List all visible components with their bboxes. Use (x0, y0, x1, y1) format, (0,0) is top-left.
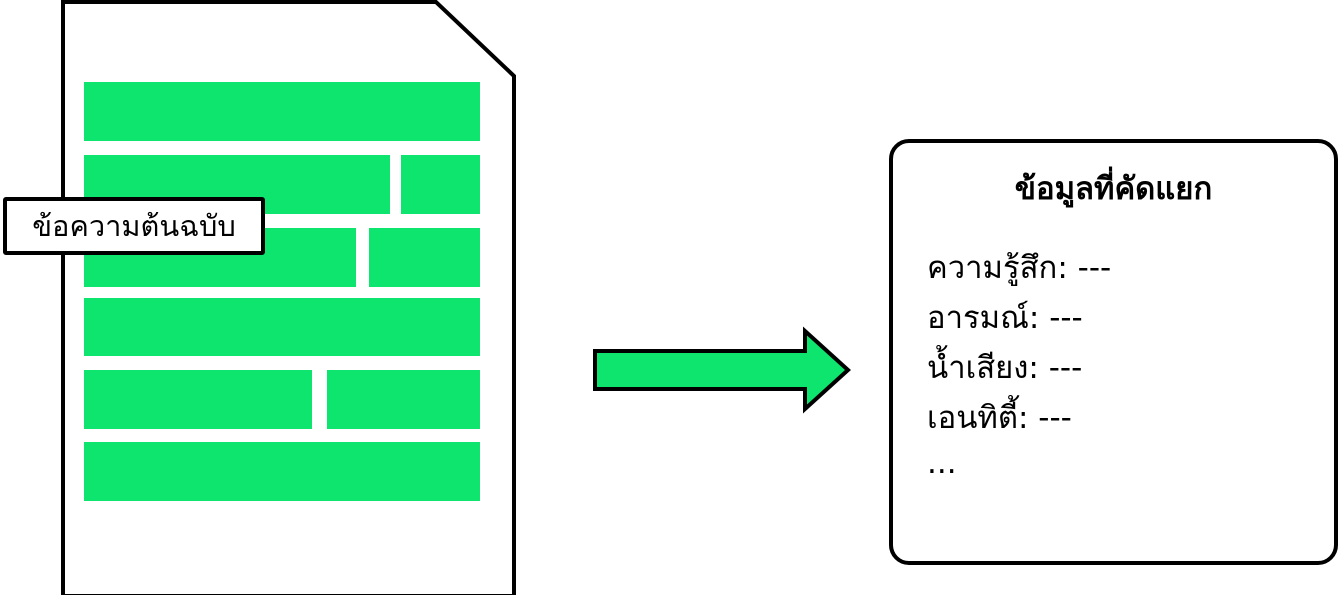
text-line-block (84, 82, 480, 141)
field-entity: เอนทิตี้: --- (927, 400, 1072, 436)
field-value: --- (1038, 400, 1072, 436)
field-label: น้ำเสียง (927, 350, 1029, 386)
text-line-block (84, 370, 312, 429)
field-label: อารมณ์ (927, 300, 1029, 336)
arrow-right-icon (593, 326, 851, 414)
field-value: --- (1048, 350, 1083, 386)
field-label: เอนทิตี้ (927, 400, 1018, 436)
field-more-ellipsis: ... (927, 445, 957, 481)
extracted-data-title: ข้อมูลที่คัดแยก (1014, 171, 1213, 207)
text-line-block (401, 155, 480, 214)
field-tone: น้ำเสียง: --- (927, 350, 1083, 386)
text-line-block (84, 442, 480, 501)
field-emotion: อารมณ์: --- (927, 300, 1083, 336)
source-text-label: ข้อความต้นฉบับ (3, 197, 265, 255)
extracted-data-panel: ข้อมูลที่คัดแยก ความรู้สึก: --- อารมณ์: … (889, 139, 1338, 565)
source-text-label-text: ข้อความต้นฉบับ (32, 209, 236, 243)
field-value: --- (1049, 300, 1083, 336)
text-line-block (327, 370, 480, 429)
text-line-block (369, 228, 480, 287)
field-sentiment: ความรู้สึก: --- (927, 250, 1112, 286)
text-line-block (84, 298, 480, 356)
field-value: --- (1077, 250, 1112, 286)
document-text-lines (84, 82, 480, 501)
field-label: ความรู้สึก (927, 250, 1058, 286)
extracted-field-list: ความรู้สึก: --- อารมณ์: --- น้ำเสียง: --… (927, 243, 1111, 483)
